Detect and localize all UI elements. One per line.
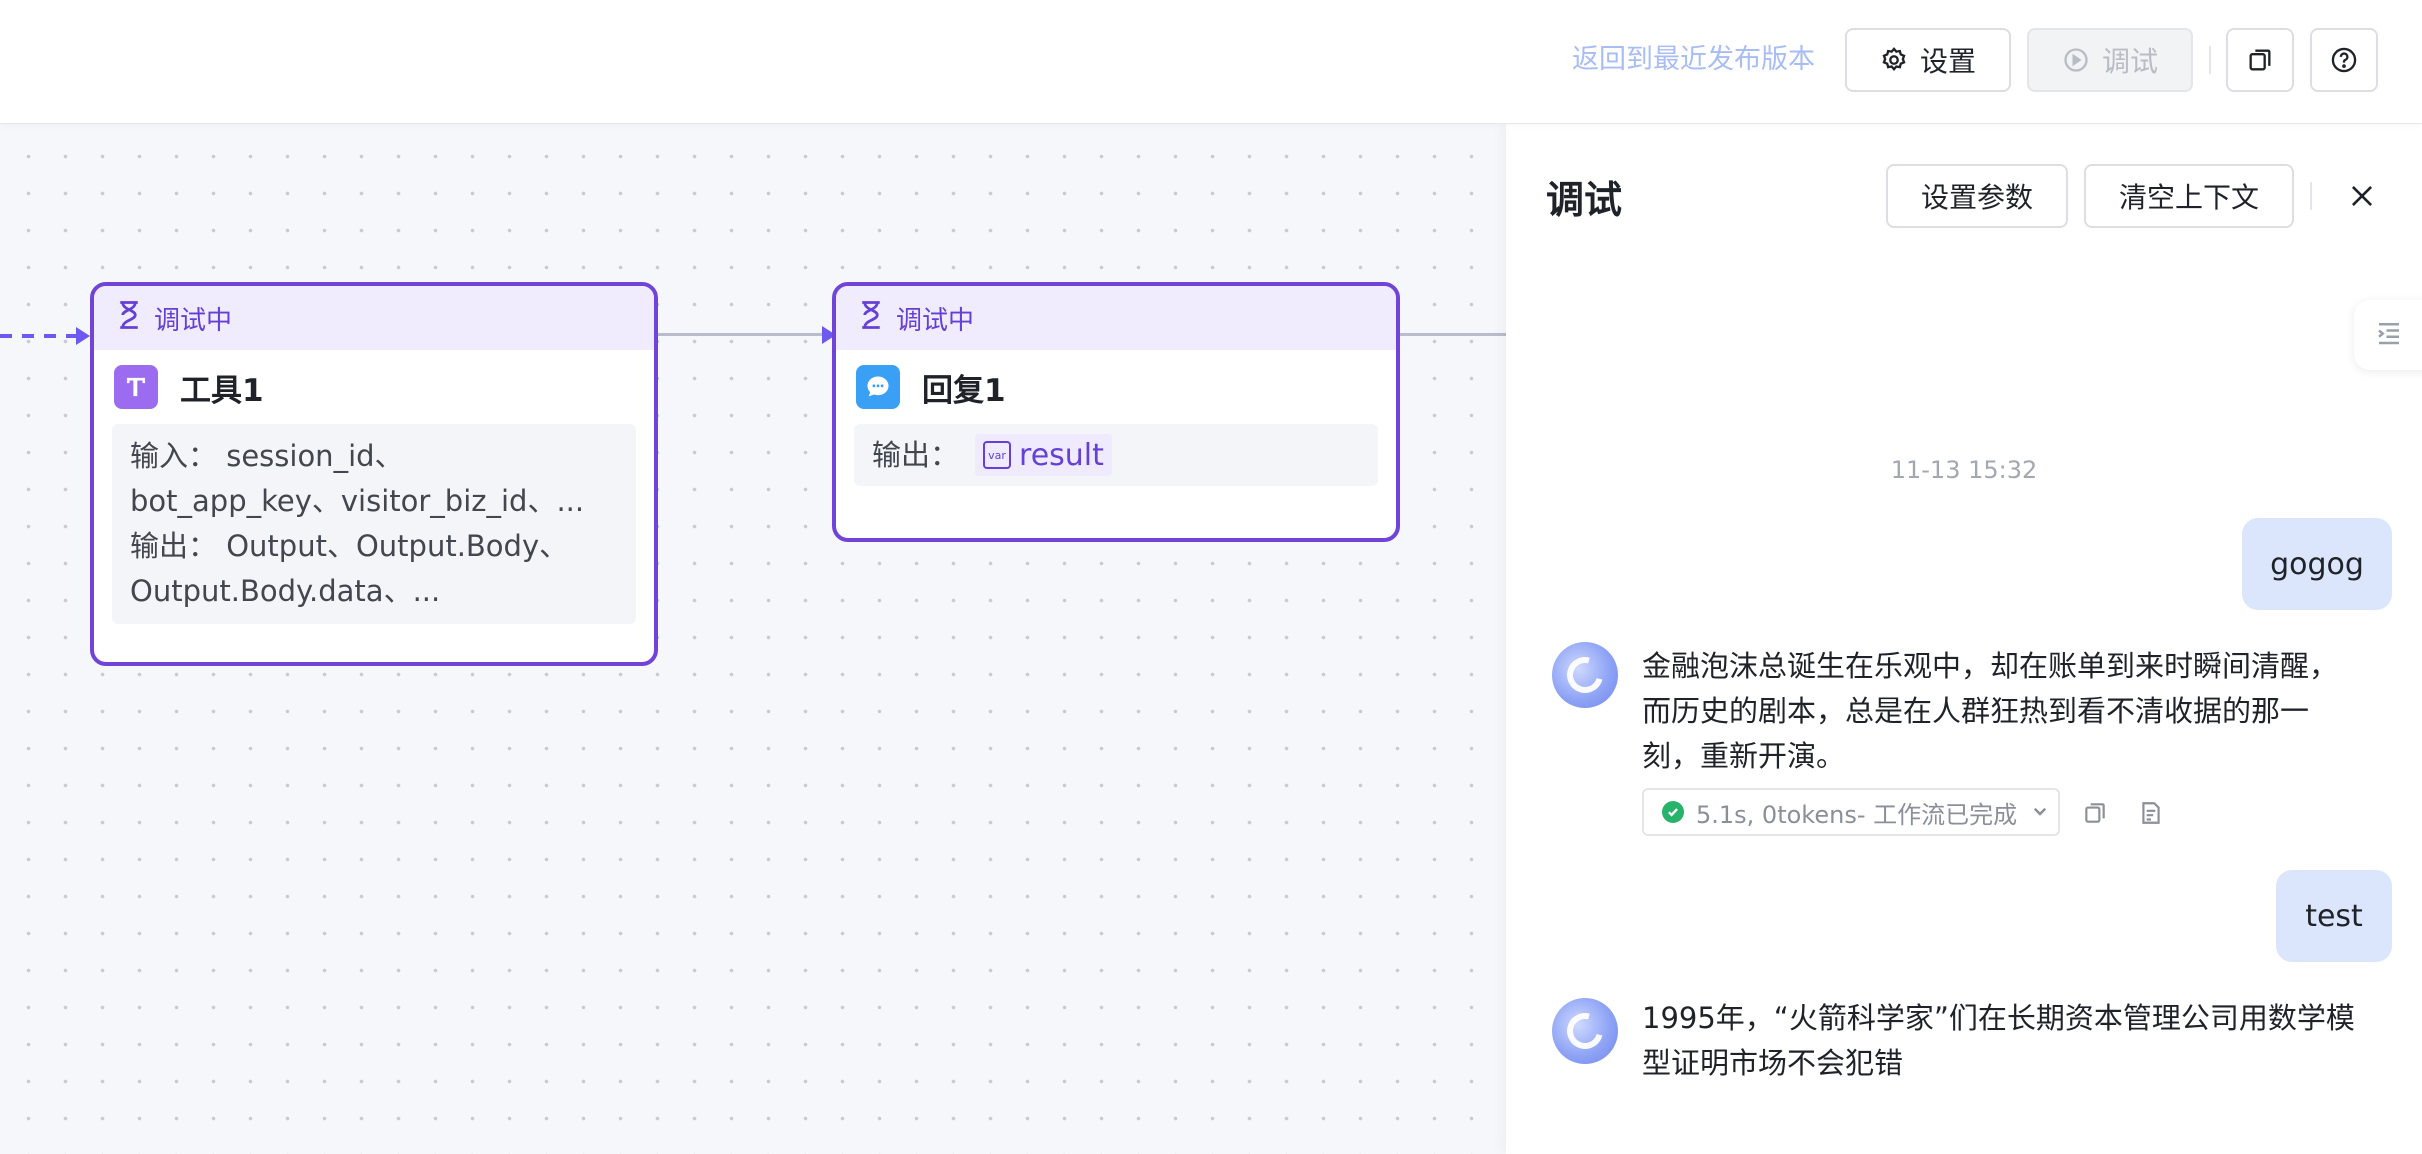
help-button[interactable] [2310, 28, 2378, 92]
copy-message-icon[interactable] [2080, 798, 2110, 828]
node-status-bar: 调试中 [836, 286, 1396, 350]
bot-avatar [1552, 642, 1618, 708]
hourglass-icon [116, 300, 142, 337]
node-title: 回复1 [836, 350, 1396, 424]
output-label: 输出： [872, 437, 960, 472]
debug-button[interactable]: 调试 [2027, 28, 2193, 92]
node-title: 工具1 [94, 350, 654, 424]
tool-icon [114, 365, 158, 409]
message-timestamp: 11-13 15:32 [1890, 456, 2038, 484]
node-title-text: 回复1 [922, 372, 1006, 409]
user-message-text: gogog [2270, 546, 2364, 582]
user-message-text: test [2305, 898, 2363, 934]
output-line: 输出： Output、Output.Body、 [130, 529, 569, 563]
debug-panel: 调试 设置参数 清空上下文 11-13 15:32 gogog 金融泡沫总诞生在… [1506, 124, 2422, 1154]
bot-avatar [1552, 998, 1618, 1064]
question-icon [2330, 46, 2358, 74]
outline-toggle[interactable] [2354, 300, 2422, 370]
close-icon[interactable] [2342, 176, 2382, 216]
variable-name: result [1019, 437, 1104, 473]
panel-divider [2310, 182, 2312, 210]
settings-button-label: 设置 [1919, 45, 1976, 78]
reply-node[interactable]: 调试中 回复1 输出： var result [832, 282, 1400, 542]
bot-message-text: 金融泡沫总诞生在乐观中，却在账单到来时瞬间清醒，而历史的剧本，总是在人群狂热到看… [1642, 649, 2339, 773]
variable-tag: var result [975, 434, 1112, 476]
play-circle-icon [2062, 46, 2090, 74]
workflow-canvas[interactable]: 调试中 工具1 输入： session_id、 bot_app_key、visi… [0, 124, 1506, 1154]
copy-icon [2246, 46, 2274, 74]
check-circle-icon [1662, 801, 1684, 823]
edge-tool-to-reply [656, 333, 826, 336]
tool-node[interactable]: 调试中 工具1 输入： session_id、 bot_app_key、visi… [90, 282, 658, 666]
input-line: 输入： session_id、 [130, 439, 404, 473]
bot-message-text: 1995年，“火箭科学家”们在长期资本管理公司用数学模型证明市场不会犯错 [1642, 1001, 2355, 1080]
debug-button-label: 调试 [2101, 45, 2158, 78]
run-status-text: 5.1s, 0tokens- 工作流已完成 [1696, 800, 2018, 829]
return-to-published-link[interactable]: 返回到最近发布版本 [1572, 44, 1815, 75]
user-message: test [2276, 870, 2392, 962]
user-message: gogog [2242, 518, 2392, 610]
chevron-down-icon [2031, 798, 2049, 826]
input-line: bot_app_key、visitor_biz_id、... [130, 484, 585, 518]
gear-icon [1880, 46, 1908, 74]
incoming-edge [0, 334, 78, 338]
arrow-icon [76, 327, 90, 345]
toolbar-divider [2209, 46, 2211, 74]
settings-button[interactable]: 设置 [1845, 28, 2011, 92]
top-toolbar: 返回到最近发布版本 设置 调试 [0, 0, 2422, 124]
node-io-summary: 输出： var result [854, 424, 1378, 486]
copy-button[interactable] [2226, 28, 2294, 92]
clear-context-button[interactable]: 清空上下文 [2084, 164, 2294, 228]
node-status-text: 调试中 [896, 305, 975, 336]
node-io-summary: 输入： session_id、 bot_app_key、visitor_biz_… [112, 424, 636, 624]
panel-title: 调试 [1546, 178, 1623, 222]
node-status-bar: 调试中 [94, 286, 654, 350]
output-line: Output.Body.data、... [130, 574, 441, 608]
node-status-text: 调试中 [154, 305, 233, 336]
hourglass-icon [858, 300, 884, 337]
var-icon: var [983, 441, 1012, 469]
set-params-button[interactable]: 设置参数 [1886, 164, 2068, 228]
indent-list-icon [2374, 318, 2404, 352]
chat-bubble-icon [856, 365, 900, 409]
note-icon[interactable] [2136, 798, 2166, 828]
outgoing-edge [1398, 333, 1506, 336]
run-status-dropdown[interactable]: 5.1s, 0tokens- 工作流已完成 [1642, 788, 2060, 836]
node-title-text: 工具1 [180, 372, 264, 409]
